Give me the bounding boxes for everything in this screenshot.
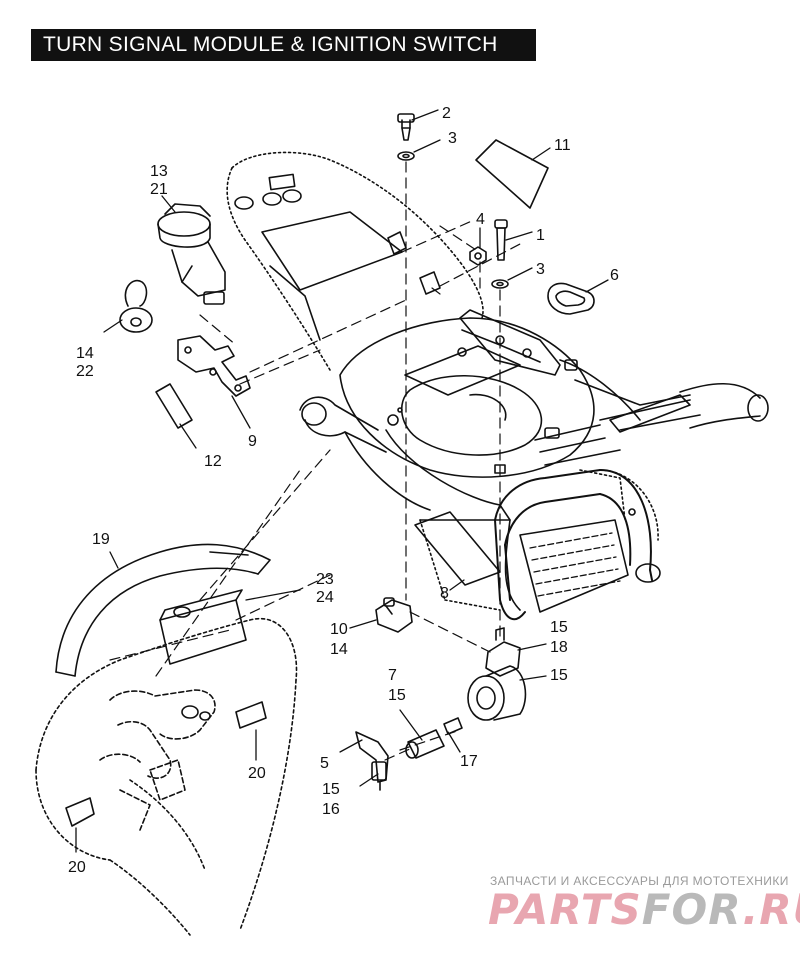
- part-20-reflector-right: [235, 701, 267, 729]
- part-13-turn-signal-module: [157, 203, 226, 305]
- part-9-bracket: [177, 335, 251, 397]
- callout-13: 13: [150, 163, 168, 180]
- part-14-key-fob: [119, 279, 153, 333]
- part-6-grommet: [547, 282, 595, 315]
- part-4-nut: [469, 246, 487, 266]
- part-7-lock-cylinder: [405, 717, 463, 759]
- callout-15: 15: [322, 781, 340, 798]
- callout-24: 24: [316, 589, 334, 606]
- leader-lines: [75, 109, 609, 853]
- callout-15: 15: [550, 619, 568, 636]
- part-11-label: [475, 139, 549, 209]
- callout-20: 20: [248, 765, 266, 782]
- callout-14: 14: [76, 345, 94, 362]
- callout-22: 22: [76, 363, 94, 380]
- callout-5: 5: [320, 755, 329, 772]
- callout-2: 2: [442, 105, 451, 122]
- diagram-title: TURN SIGNAL MODULE & IGNITION SWITCH: [31, 29, 536, 61]
- callout-16: 16: [322, 801, 340, 818]
- part-20-reflector-left: [65, 797, 95, 827]
- part-23-module-box: [159, 589, 247, 665]
- frame-assembly: [226, 151, 769, 621]
- callout-19: 19: [92, 531, 110, 548]
- callout-11: 11: [554, 137, 571, 154]
- part-2-bolt: [397, 113, 415, 141]
- callout-3: 3: [448, 130, 457, 147]
- part-19-fairing-cover: [55, 543, 271, 677]
- callout-8: 8: [440, 585, 449, 602]
- callout-7: 7: [388, 667, 397, 684]
- callout-21: 21: [150, 181, 168, 198]
- callout-17: 17: [460, 753, 478, 770]
- assembly-lines: [109, 161, 521, 761]
- part-12-pad: [155, 383, 193, 429]
- callout-4: 4: [476, 211, 485, 228]
- part-3-washer-right: [491, 279, 509, 289]
- part-3-washer-upper: [397, 151, 415, 161]
- callout-12: 12: [204, 453, 222, 470]
- callout-9: 9: [248, 433, 257, 450]
- part-10-sensor: [375, 597, 413, 633]
- watermark-brand-part3: .RU: [742, 885, 800, 934]
- callout-10: 10: [330, 621, 348, 638]
- watermark-logo: PARTSFOR.RU: [488, 885, 800, 934]
- part-8-plate: [414, 511, 501, 586]
- callout-23: 23: [316, 571, 334, 588]
- callout-18: 18: [550, 639, 568, 656]
- watermark-brand-part2: FOR: [641, 885, 743, 934]
- callout-1: 1: [536, 227, 545, 244]
- inner-fairing-outline: [35, 617, 298, 936]
- callout-14: 14: [330, 641, 348, 658]
- fairing-internals: [99, 689, 216, 831]
- callout-3: 3: [536, 261, 545, 278]
- callout-15: 15: [550, 667, 568, 684]
- part-15-switch-housing: [467, 665, 527, 721]
- watermark-brand-part1: PARTS: [488, 885, 642, 934]
- callout-15: 15: [388, 687, 406, 704]
- part-1-bolt: [494, 219, 508, 261]
- watermark-tagline: ЗАПЧАСТИ И АКСЕССУАРЫ ДЛЯ МОТОТЕХНИКИ: [490, 874, 789, 888]
- callout-20: 20: [68, 859, 86, 876]
- callout-6: 6: [610, 267, 619, 284]
- part-5-key: [355, 731, 389, 791]
